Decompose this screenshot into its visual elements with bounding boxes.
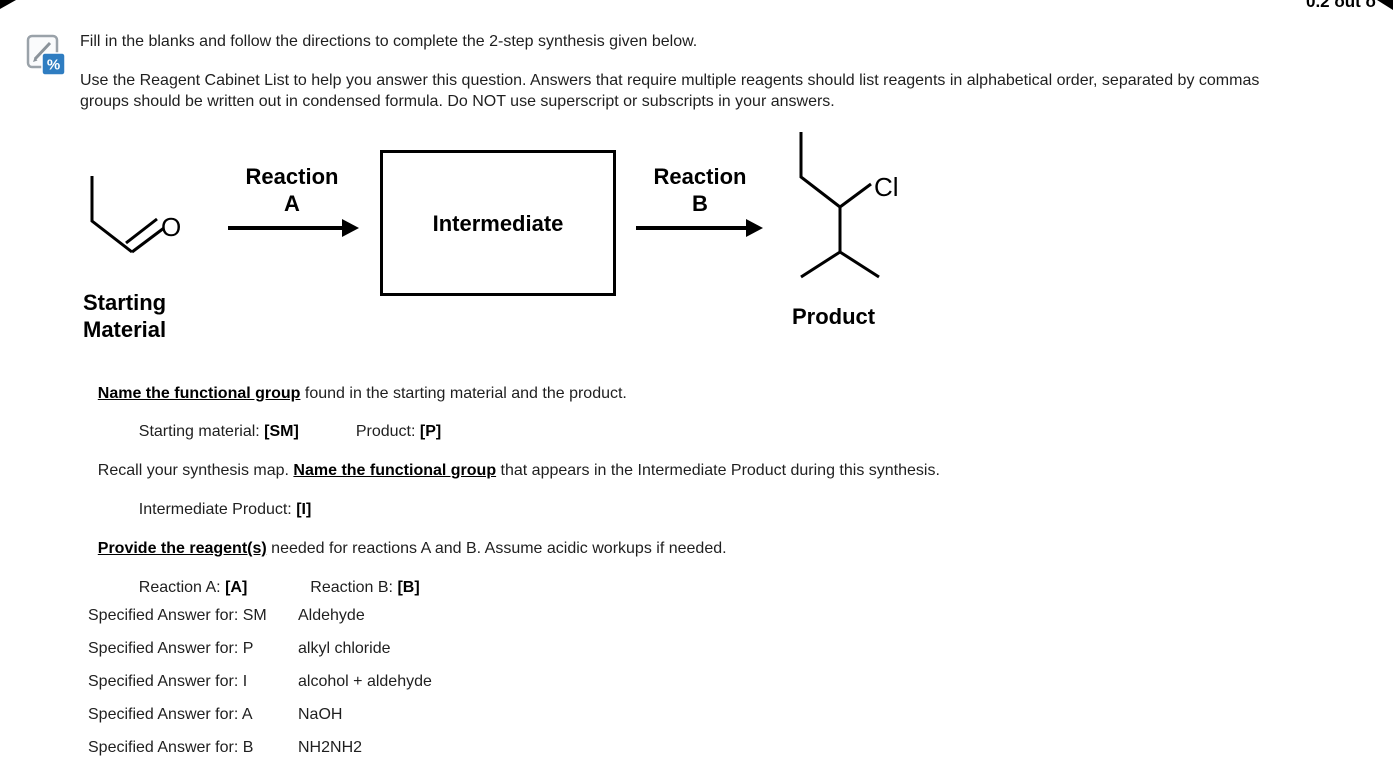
prompt-rest: found in the starting material and the p… xyxy=(300,385,627,402)
specified-answer-label: Specified Answer for: A xyxy=(88,706,253,723)
points-indicator: 0.2 out o xyxy=(1306,0,1376,11)
intermediate-box: Intermediate xyxy=(380,150,616,296)
reaction-b-label: Reaction B xyxy=(640,163,760,217)
starting-material-label: Starting Material xyxy=(83,290,167,342)
specified-answer-label: Specified Answer for: P xyxy=(88,640,254,657)
reaction-a-blank-label: Reaction A: xyxy=(138,579,226,596)
product-label: Product xyxy=(792,304,876,329)
reaction-a-label: Reaction A xyxy=(232,163,352,217)
reaction-b-label-line2: B xyxy=(692,191,708,216)
bond-line xyxy=(125,217,158,245)
bond-line xyxy=(90,176,133,254)
pencil-icon xyxy=(33,41,52,61)
specified-answer-row: Specified Answer for: SM Aldehyde xyxy=(88,607,365,625)
reaction-blank-row: Reaction A: [A] Reaction B: [B] xyxy=(121,558,420,618)
intermediate-blank-row: Intermediate Product: [I] xyxy=(121,480,312,540)
pencil-tip xyxy=(33,57,38,62)
sm-p-blank-row: Starting material: [SM] Product: [P] xyxy=(121,402,441,462)
starting-material-blank-label: Starting material: xyxy=(138,423,265,440)
bond-line xyxy=(839,182,872,209)
chlorine-atom-label: Cl xyxy=(874,172,899,202)
intermediate-label: Intermediate xyxy=(432,210,564,236)
reaction-b-arrow xyxy=(636,219,763,237)
p-blank: [P] xyxy=(419,423,442,440)
starting-material-structure: O xyxy=(90,176,181,254)
specified-answer-value: NaOH xyxy=(298,706,343,723)
oxygen-atom-label: O xyxy=(161,212,181,242)
specified-answer-value: alcohol + aldehyde xyxy=(298,673,432,690)
arrow-head xyxy=(342,219,359,237)
reaction-a-label-line2: A xyxy=(284,191,300,216)
reaction-a-label-line1: Reaction xyxy=(245,164,339,189)
product-blank-label: Product: xyxy=(355,423,420,440)
product-structure: Cl xyxy=(799,132,899,279)
specified-answer-label: Specified Answer for: I xyxy=(88,673,248,690)
bond-line xyxy=(131,226,165,254)
provide-bold-underline: Provide the reagent(s) xyxy=(97,540,267,557)
screen-corner-artifact-right xyxy=(1377,0,1393,10)
specified-answer-row: Specified Answer for: A NaOH xyxy=(88,706,342,724)
specified-answer-row: Specified Answer for: P alkyl chloride xyxy=(88,640,390,658)
bond-line xyxy=(799,132,841,209)
specified-answer-value: alkyl chloride xyxy=(298,640,391,657)
provide-reagents-prompt: Provide the reagent(s) needed for reacti… xyxy=(80,519,727,579)
question-instructions-line2: groups should be written out in condense… xyxy=(80,93,835,110)
recall-bold-underline: Name the functional group xyxy=(293,462,497,479)
question-intro: Fill in the blanks and follow the direct… xyxy=(80,33,698,50)
specified-answer-value: NH2NH2 xyxy=(298,739,363,756)
screen-corner-artifact-left xyxy=(0,0,16,9)
recall-synthesis-prompt: Recall your synthesis map. Name the func… xyxy=(80,441,940,501)
question-instructions-line1: Use the Reagent Cabinet List to help you… xyxy=(80,72,1260,89)
name-functional-group-prompt: Name the functional group found in the s… xyxy=(80,364,627,424)
sm-blank: [SM] xyxy=(264,423,299,440)
provide-rest: needed for reactions A and B. Assume aci… xyxy=(266,540,727,557)
reaction-a-arrow xyxy=(228,219,359,237)
a-blank: [A] xyxy=(225,579,248,596)
specified-answer-label: Specified Answer for: B xyxy=(88,739,254,756)
reaction-b-blank-label: Reaction B: xyxy=(310,579,398,596)
graded-question-icon: % xyxy=(26,34,68,78)
intermediate-blank-label: Intermediate Product: xyxy=(138,501,297,518)
specified-answer-label: Specified Answer for: SM xyxy=(88,607,267,624)
recall-prefix: Recall your synthesis map. xyxy=(97,462,294,479)
arrow-head xyxy=(746,219,763,237)
graded-question-icon-svg: % xyxy=(26,34,66,76)
bond-line xyxy=(800,250,880,279)
i-blank: [I] xyxy=(296,501,312,518)
reaction-b-label-line1: Reaction xyxy=(653,164,747,189)
prompt-bold-underline: Name the functional group xyxy=(97,385,301,402)
specified-answer-value: Aldehyde xyxy=(298,607,365,624)
specified-answer-row: Specified Answer for: B NH2NH2 xyxy=(88,739,362,757)
specified-answer-row: Specified Answer for: I alcohol + aldehy… xyxy=(88,673,432,691)
b-blank: [B] xyxy=(397,579,420,596)
percent-icon: % xyxy=(47,57,60,74)
percent-badge xyxy=(41,52,66,76)
recall-rest: that appears in the Intermediate Product… xyxy=(496,462,940,479)
